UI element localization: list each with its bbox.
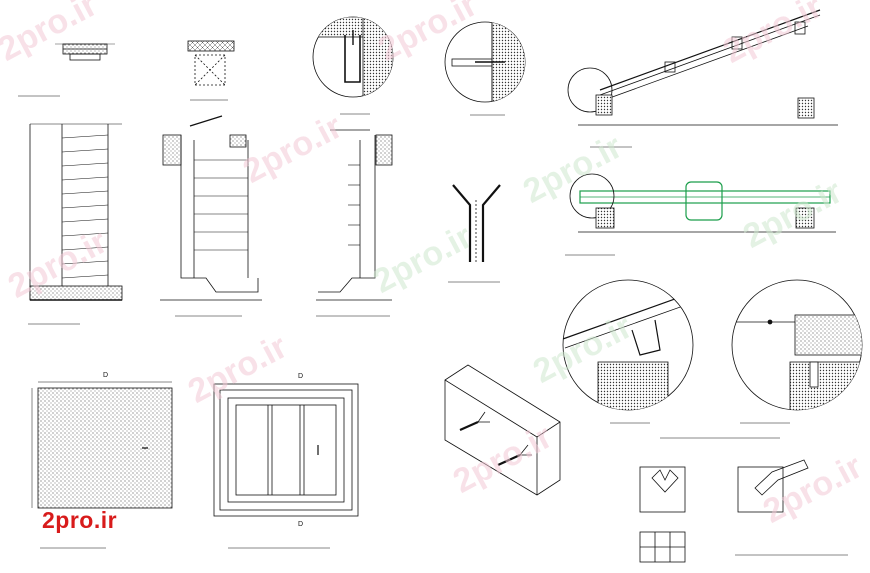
hatch-section-left bbox=[160, 115, 262, 317]
small-section-detail-1 bbox=[18, 43, 115, 97]
small-section-detail-2 bbox=[187, 40, 235, 101]
tall-section-elevation bbox=[28, 123, 123, 325]
plan-view-frame bbox=[213, 383, 359, 549]
site-logo: 2pro.ir bbox=[42, 507, 118, 533]
sloped-roof-section bbox=[567, 9, 838, 148]
hatch-section-right bbox=[316, 129, 393, 317]
circular-detail-support bbox=[731, 279, 863, 424]
circular-detail-top bbox=[312, 16, 394, 115]
circular-anchor-detail bbox=[444, 21, 526, 116]
circular-detail-bracket bbox=[562, 279, 694, 424]
frame-section-green bbox=[565, 173, 836, 256]
dimension-mark-plan-a: D bbox=[103, 372, 109, 379]
dimension-mark-plan-b: D bbox=[298, 373, 304, 380]
small-plan-details bbox=[639, 437, 848, 563]
dimension-mark-plan-b-bottom: D bbox=[298, 521, 304, 528]
isometric-block bbox=[444, 364, 561, 496]
y-bracket-detail bbox=[448, 184, 501, 283]
plan-view-hatched bbox=[31, 381, 173, 549]
